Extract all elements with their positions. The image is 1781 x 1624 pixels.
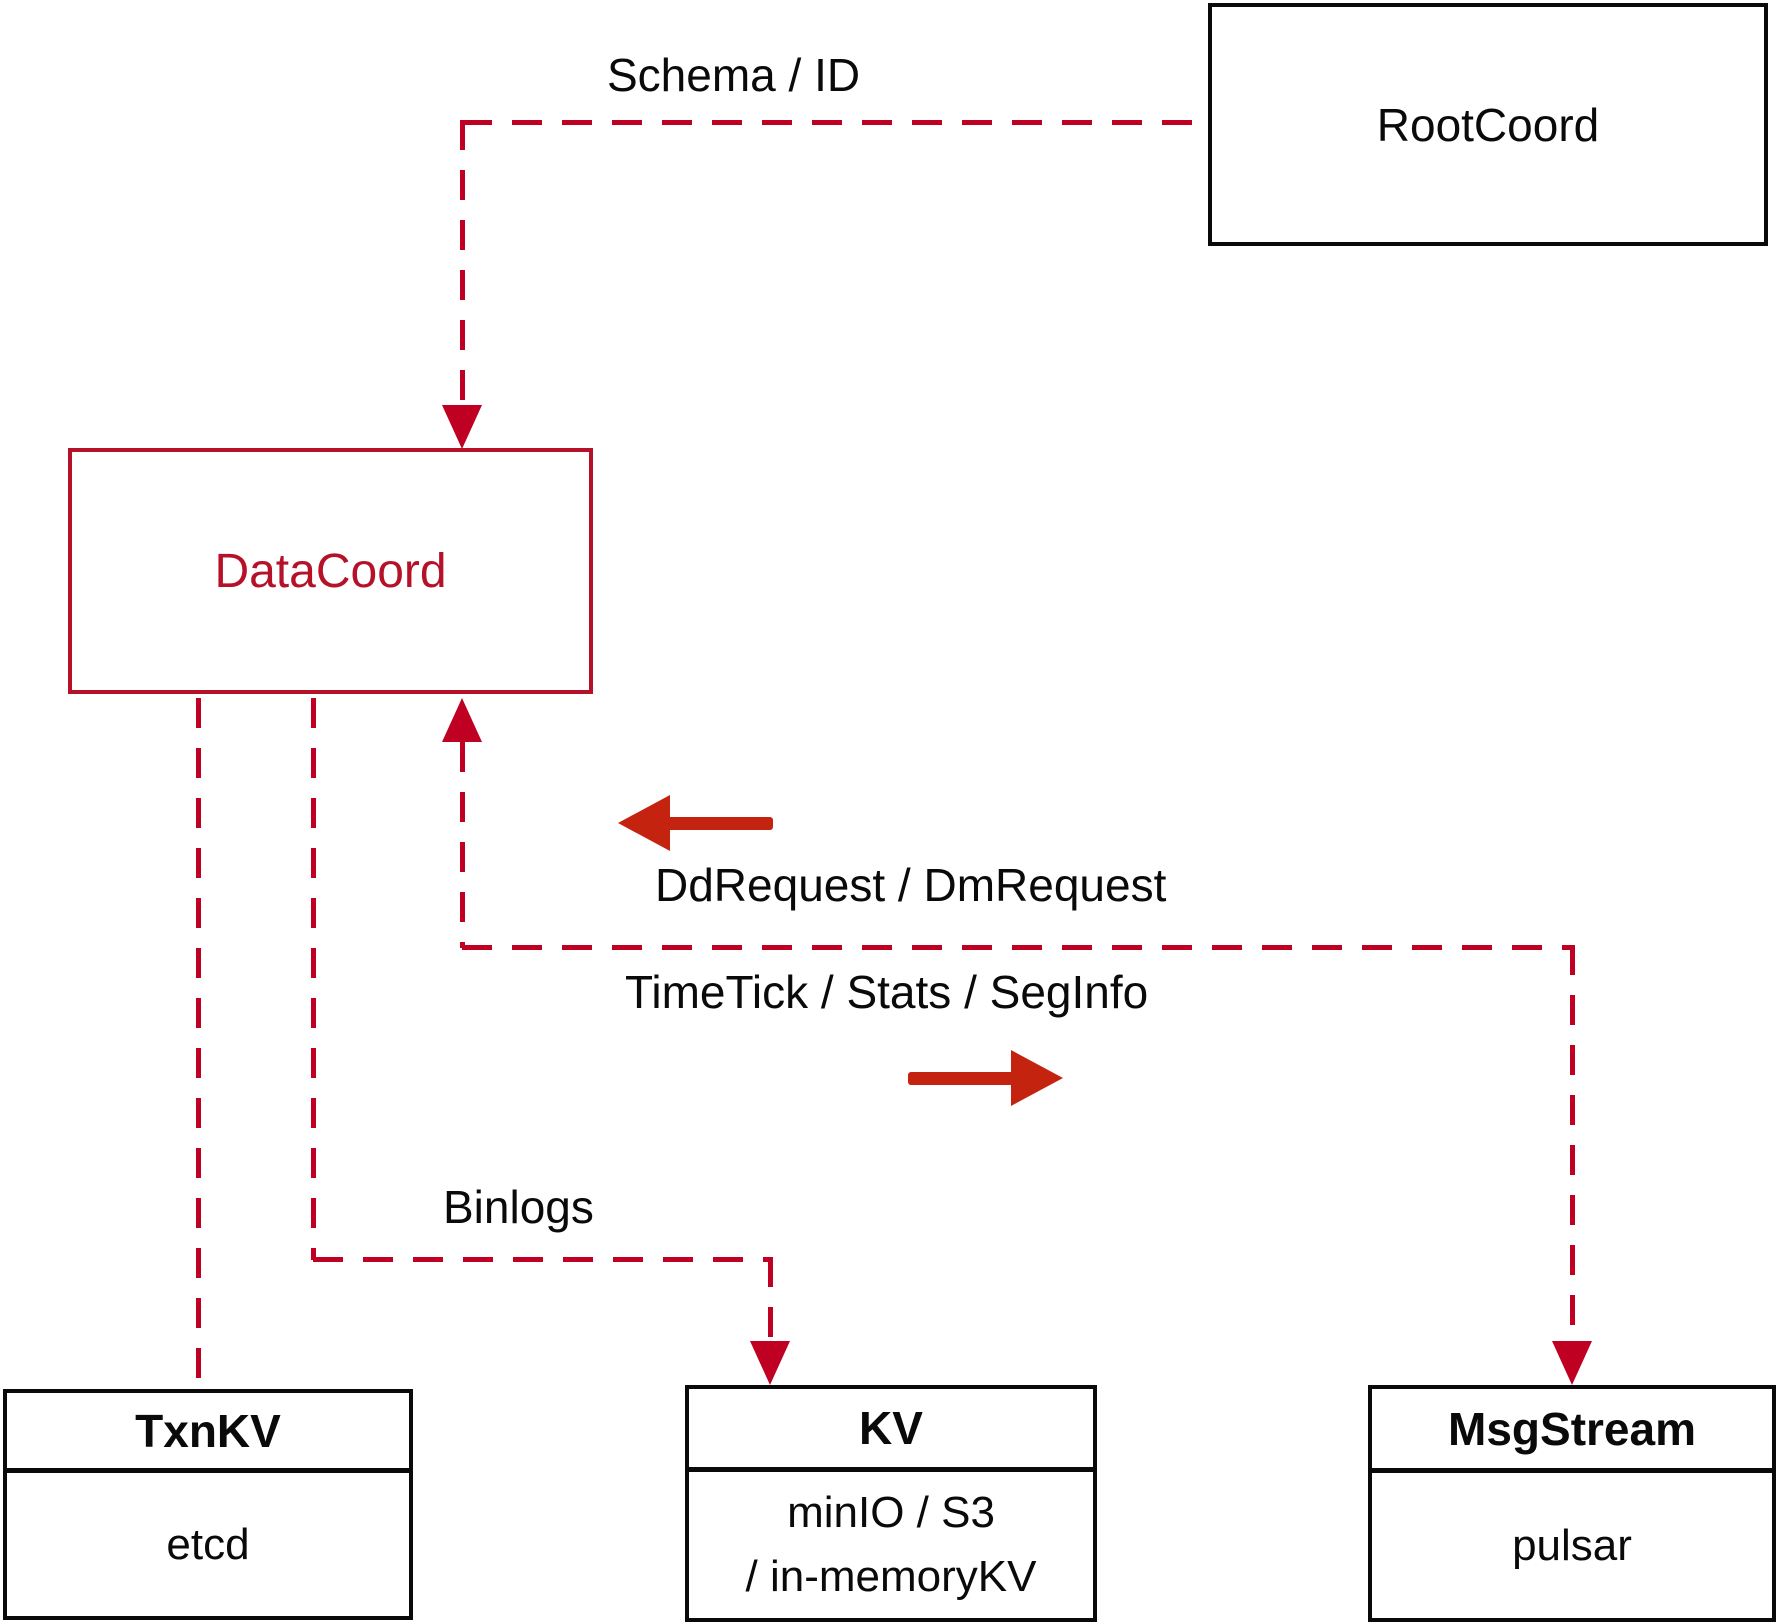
node-kv-header: KV [689,1389,1093,1472]
direction-right-arrow-icon [908,1050,1063,1106]
node-kv-body-line2: / in-memoryKV [745,1552,1037,1601]
node-txnkv-header: TxnKV [7,1393,409,1473]
edge-ddrequest-label: DdRequest / DmRequest [655,859,1167,911]
node-kv: KV minIO / S3 / in-memoryKV [685,1385,1097,1622]
node-msgstream-body: pulsar [1372,1473,1772,1618]
node-datacoord: DataCoord [68,448,593,694]
node-kv-body: minIO / S3 / in-memoryKV [689,1472,1093,1618]
edge-binlogs-vertical-line-2 [768,1257,773,1343]
edge-bus-horizontal-line [462,945,1572,950]
edge-binlogs-arrowhead-down-icon [750,1341,790,1385]
node-txnkv-title: TxnKV [135,1404,281,1457]
node-msgstream: MsgStream pulsar [1368,1385,1776,1622]
node-txnkv-body: etcd [7,1473,409,1616]
node-rootcoord: RootCoord [1208,3,1768,246]
node-kv-body-line1: minIO / S3 [787,1488,995,1537]
edge-schema-id-label: Schema / ID [607,49,861,101]
node-kv-title: KV [859,1402,923,1454]
edge-timetick-label: TimeTick / Stats / SegInfo [625,966,1149,1018]
node-datacoord-label: DataCoord [214,544,447,598]
node-rootcoord-label: RootCoord [1376,98,1600,151]
node-txnkv: TxnKV etcd [3,1389,413,1620]
edge-binlogs-label: Binlogs [443,1181,594,1233]
edge-schema-id-vertical-line [460,120,465,409]
edge-bus-right-vertical-line [1570,945,1575,1343]
edge-bus-left-vertical-line [460,742,465,948]
node-msgstream-header: MsgStream [1372,1389,1772,1473]
edge-bus-arrowhead-up-icon [442,698,482,742]
edge-txnkv-vertical-line [196,698,201,1389]
edge-schema-id-arrowhead-down-icon [442,405,482,449]
edge-schema-id-horizontal-line [462,120,1208,125]
direction-left-arrow-icon [618,795,773,851]
node-txnkv-body-text: etcd [166,1519,250,1569]
edge-binlogs-vertical-line-1 [311,698,316,1260]
edge-binlogs-horizontal-line [313,1257,773,1262]
node-msgstream-title: MsgStream [1448,1402,1696,1455]
node-msgstream-body-text: pulsar [1512,1520,1632,1570]
edge-bus-arrowhead-down-icon [1552,1341,1592,1385]
